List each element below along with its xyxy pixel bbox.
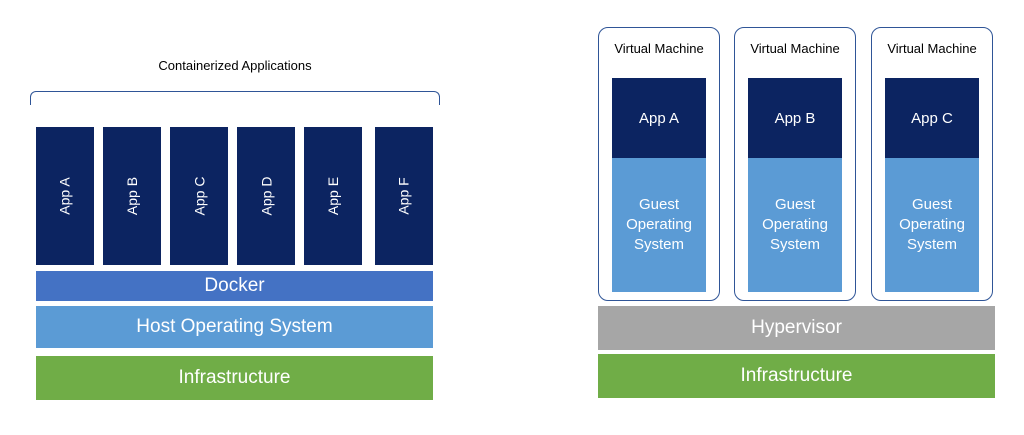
container-app-label: App C [190,176,207,216]
vm-app-block: App B [748,78,842,158]
virtual-machine-c: Virtual Machine App C Guest Operating Sy… [871,27,993,301]
host-os-layer: Host Operating System [36,306,433,348]
containerized-applications-caption: Containerized Applications [158,58,312,73]
container-app-label: App E [324,176,341,216]
container-app-label: App F [395,177,412,215]
vm-app-block: App A [612,78,706,158]
container-app-f: App F [375,127,433,265]
container-app-label: App A [57,177,73,215]
container-app-e: App E [304,127,362,265]
container-app-a: App A [36,127,94,265]
applications-bracket [30,91,440,105]
vm-label: Virtual Machine [614,41,704,56]
container-app-label: App D [257,176,274,216]
container-app-label: App B [123,176,140,216]
docker-layer: Docker [36,271,433,301]
guest-os-block: Guest Operating System [748,158,842,292]
vm-label: Virtual Machine [887,41,977,56]
guest-os-block: Guest Operating System [612,158,706,292]
hypervisor-layer: Hypervisor [598,306,995,350]
virtual-machine-a: Virtual Machine App A Guest Operating Sy… [598,27,720,301]
guest-os-block: Guest Operating System [885,158,979,292]
container-app-d: App D [237,127,295,265]
virtual-machine-b: Virtual Machine App B Guest Operating Sy… [734,27,856,301]
container-app-c: App C [170,127,228,265]
vm-app-block: App C [885,78,979,158]
infrastructure-layer-right: Infrastructure [598,354,995,398]
container-app-b: App B [103,127,161,265]
vm-label: Virtual Machine [750,41,840,56]
infrastructure-layer-left: Infrastructure [36,356,433,400]
